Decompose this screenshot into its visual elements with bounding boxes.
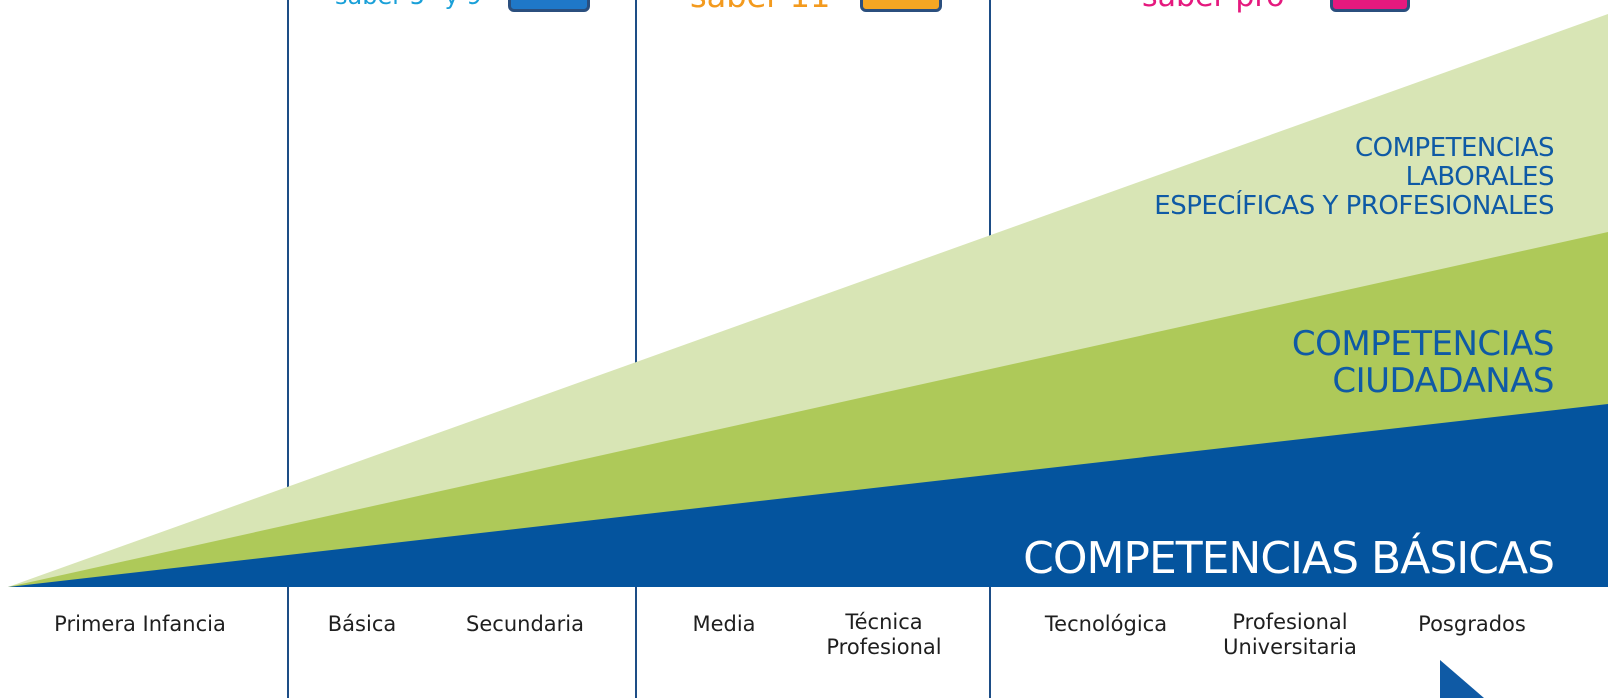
level-label: Universitaria <box>1223 635 1357 660</box>
band-label-laborales: COMPETENCIAS LABORALES ESPECÍFICAS Y PRO… <box>1154 133 1555 222</box>
band-basicas-wedge <box>8 404 1608 587</box>
band-label-line: CIUDADANAS <box>1332 361 1554 402</box>
level-label: Posgrados <box>1418 612 1526 636</box>
level-label: Secundaria <box>466 612 584 636</box>
level-profesional-universitaria: Profesional Universitaria <box>1223 610 1357 660</box>
exam-label-saber-5-9: saber 5° y 9° <box>335 0 494 8</box>
band-label-line: LABORALES <box>1405 162 1555 193</box>
band-label-line: COMPETENCIAS <box>1354 133 1555 163</box>
exam-label-saber-pro: saber pro <box>1142 0 1284 12</box>
level-label: Profesional <box>1232 610 1348 634</box>
level-secundaria: Secundaria <box>466 612 584 637</box>
exam-badge-saber-pro <box>1330 0 1410 12</box>
band-label-line: ESPECÍFICAS Y PROFESIONALES <box>1154 191 1554 222</box>
band-label-line: COMPETENCIAS <box>1291 324 1555 364</box>
level-label: Tecnológica <box>1044 612 1168 636</box>
exam-label-saber-11: saber 11° <box>690 0 846 12</box>
band-label-basicas: COMPETENCIAS BÁSICAS <box>1023 533 1555 584</box>
level-label: Primera Infancia <box>54 612 226 636</box>
band-label-line: COMPETENCIAS BÁSICAS <box>1023 533 1555 584</box>
level-label: Técnica <box>845 610 923 634</box>
band-label-ciudadanas: COMPETENCIAS CIUDADANAS <box>1291 324 1555 402</box>
exam-badge-saber-11 <box>860 0 942 12</box>
level-tecnologica: Tecnológica <box>1045 612 1167 637</box>
level-label: Profesional <box>826 635 942 660</box>
level-label: Básica <box>327 612 397 636</box>
exam-badge-saber-5-9 <box>508 0 590 12</box>
level-primera-infancia: Primera Infancia <box>54 612 226 637</box>
level-tecnica-profesional: Técnica Profesional <box>826 610 941 660</box>
level-basica: Básica <box>328 612 396 637</box>
level-media: Media <box>692 612 755 637</box>
level-label: Media <box>692 612 756 636</box>
arrow-icon <box>1440 660 1484 698</box>
level-posgrados: Posgrados <box>1418 612 1526 637</box>
